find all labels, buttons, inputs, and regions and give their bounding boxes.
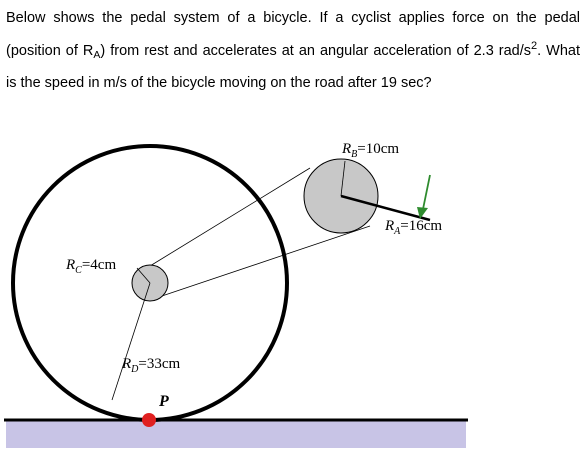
contact-point-p (142, 413, 156, 427)
radius-b-line (340, 160, 346, 197)
chain-upper (149, 167, 311, 267)
question-subscript-a: A (93, 49, 101, 61)
question-part-2: ) from rest and accelerates at an angula… (100, 43, 531, 59)
force-arrow-shaft (421, 174, 431, 215)
label-rc: RC=4cm (65, 257, 116, 276)
road-surface (6, 420, 466, 448)
label-point-p: P (158, 393, 169, 410)
label-ra: RA=16cm (384, 218, 442, 237)
radius-d-line (111, 282, 151, 401)
label-rb: RB=10cm (341, 141, 399, 160)
radius-c-line (136, 267, 151, 284)
pedal-crank-a (340, 194, 431, 222)
chain-lower (149, 225, 371, 301)
question-part-1: Below shows the pedal system of a bicycl… (6, 10, 580, 59)
question-part-3: . What is the speed in m/s of the bicycl… (6, 43, 580, 91)
question-text: Below shows the pedal system of a bicycl… (6, 4, 580, 97)
label-rd: RD=33cm (121, 356, 181, 375)
force-arrow-head (417, 207, 428, 219)
question-superscript-2: 2 (531, 40, 538, 52)
